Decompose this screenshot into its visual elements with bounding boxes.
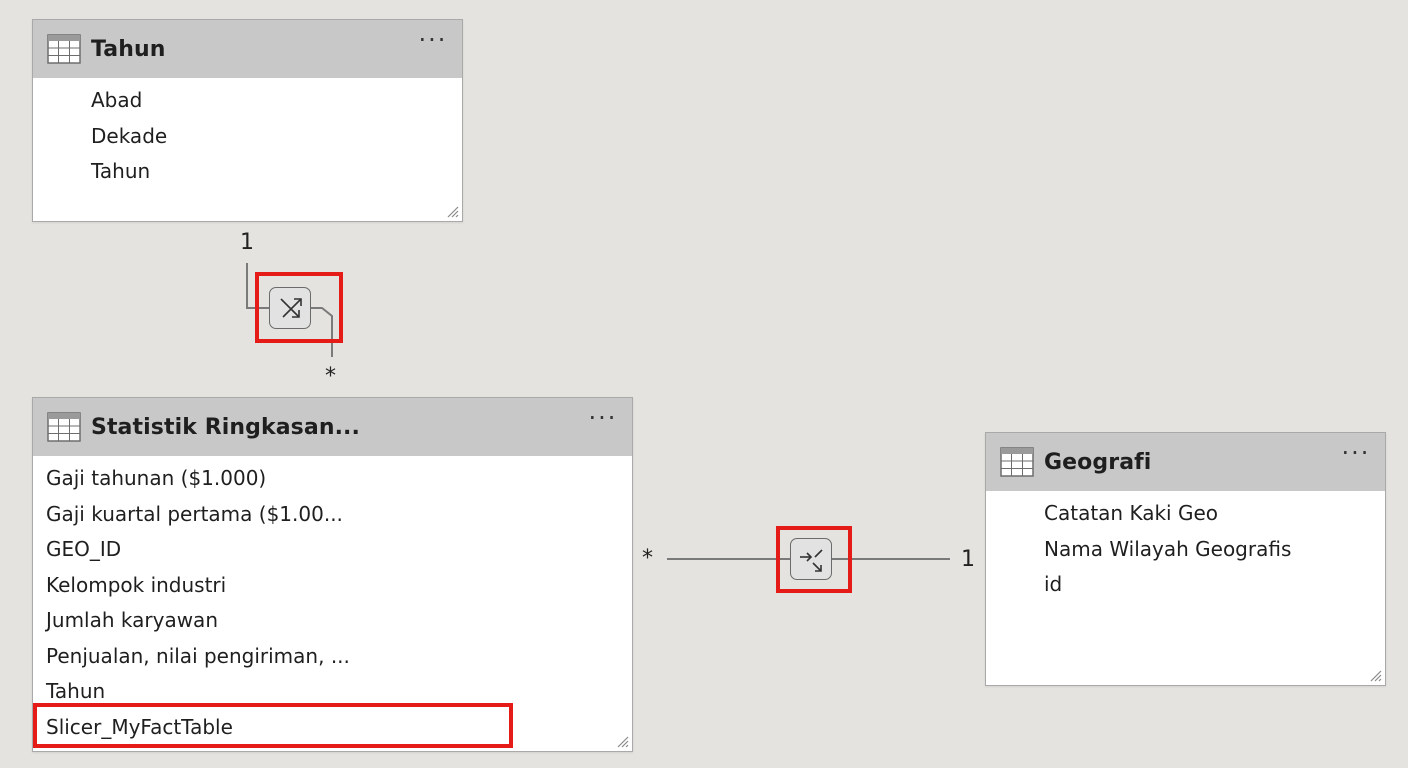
table-header-statistik[interactable]: Statistik Ringkasan... ··· — [33, 398, 632, 456]
cardinality-one-tahun: 1 — [240, 230, 254, 255]
table-icon — [47, 412, 81, 442]
field-item[interactable]: Jumlah karyawan — [46, 608, 218, 632]
field-item[interactable]: Catatan Kaki Geo — [1044, 501, 1219, 525]
table-icon — [47, 34, 81, 64]
table-card-statistik[interactable]: Statistik Ringkasan... ··· Gaji tahunan … — [32, 397, 633, 752]
cardinality-many-statistik: * — [325, 364, 336, 389]
field-list: Abad Dekade Tahun — [33, 78, 462, 190]
field-item[interactable]: Gaji tahunan ($1.000) — [46, 466, 267, 490]
field-item[interactable]: Abad — [91, 88, 143, 112]
field-list: Gaji tahunan ($1.000) Gaji kuartal perta… — [33, 456, 632, 745]
cardinality-many-statistik-geo: * — [642, 546, 653, 571]
relationship-button-statistik-geografi[interactable] — [790, 538, 832, 580]
table-header-geografi[interactable]: Geografi ··· — [986, 433, 1385, 491]
table-header-tahun[interactable]: Tahun ··· — [33, 20, 462, 78]
field-item[interactable]: id — [1044, 572, 1063, 596]
cardinality-one-geografi: 1 — [961, 547, 975, 572]
more-options-button[interactable]: ··· — [588, 404, 618, 432]
field-item[interactable]: Nama Wilayah Geografis — [1044, 536, 1292, 561]
resize-grip-icon[interactable] — [1368, 668, 1382, 682]
field-item[interactable]: Tahun — [46, 679, 106, 703]
resize-grip-icon[interactable] — [445, 204, 459, 218]
field-item[interactable]: Gaji kuartal pertama ($1.00... — [46, 501, 343, 526]
more-options-button[interactable]: ··· — [418, 26, 448, 54]
more-options-button[interactable]: ··· — [1341, 439, 1371, 467]
field-item[interactable]: Dekade — [91, 123, 168, 148]
table-title: Tahun — [91, 36, 166, 62]
field-list: Catatan Kaki Geo Nama Wilayah Geografis … — [986, 491, 1385, 603]
relationship-line-tahun-statistik-lower — [311, 307, 333, 357]
table-title: Statistik Ringkasan... — [91, 414, 360, 440]
field-item[interactable]: Tahun — [91, 159, 151, 183]
table-icon — [1000, 447, 1034, 477]
both-direction-filter-icon — [280, 298, 302, 318]
table-title: Geografi — [1044, 449, 1152, 475]
table-card-geografi[interactable]: Geografi ··· Catatan Kaki Geo Nama Wilay… — [985, 432, 1386, 686]
field-item[interactable]: Kelompok industri — [46, 572, 227, 597]
relationship-line-tahun-statistik — [246, 263, 270, 309]
table-card-tahun[interactable]: Tahun ··· Abad Dekade Tahun — [32, 19, 463, 222]
single-direction-filter-icon — [800, 549, 823, 572]
relationship-button-tahun-statistik[interactable] — [269, 287, 311, 329]
field-item[interactable]: GEO_ID — [46, 537, 122, 561]
field-item-slicer[interactable]: Slicer_MyFactTable — [46, 714, 233, 739]
resize-grip-icon[interactable] — [615, 734, 629, 748]
field-item[interactable]: Penjualan, nilai pengiriman, ... — [46, 643, 350, 668]
